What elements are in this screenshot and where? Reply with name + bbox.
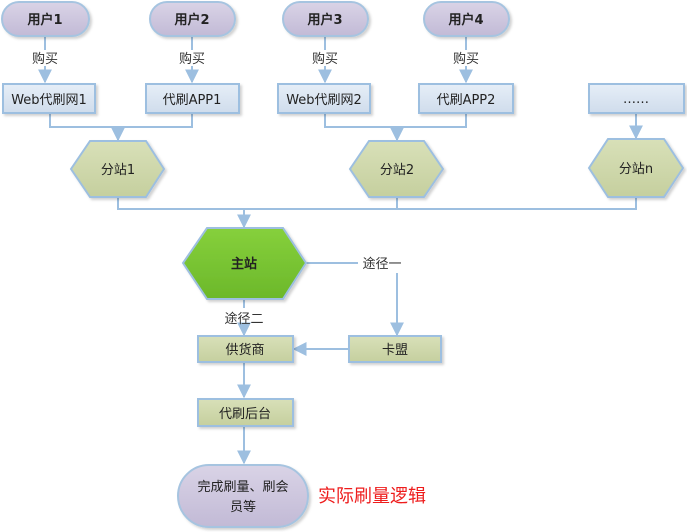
channel-box-app2[interactable] bbox=[418, 83, 514, 114]
channel-label-more: …… bbox=[623, 92, 649, 107]
backend-label: 代刷后台 bbox=[219, 407, 271, 422]
edge-subs-join bbox=[117, 198, 637, 210]
edge-web1-app1-join bbox=[49, 113, 193, 128]
channel-label-web1: Web代刷网1 bbox=[11, 93, 87, 108]
channel-box-more[interactable] bbox=[588, 83, 685, 114]
backend-node[interactable] bbox=[197, 398, 294, 427]
substation-node-1[interactable] bbox=[69, 140, 166, 198]
substation-node-2[interactable] bbox=[348, 140, 445, 198]
buy-label-3: 购买 bbox=[312, 51, 338, 67]
channel-box-web2[interactable] bbox=[277, 83, 371, 114]
logic-note: 实际刷量逻辑 bbox=[318, 486, 426, 507]
supplier-label: 供货商 bbox=[225, 342, 264, 358]
user-node-3[interactable] bbox=[282, 1, 369, 37]
card-alliance-node[interactable] bbox=[348, 335, 442, 363]
buy-label-1: 购买 bbox=[32, 51, 58, 67]
path1-label: 途径一 bbox=[362, 256, 401, 272]
result-label-line2: 员等 bbox=[230, 499, 256, 515]
buy-label-4: 购买 bbox=[453, 51, 479, 67]
channel-label-app2: 代刷APP2 bbox=[437, 93, 496, 108]
substation-node-n[interactable] bbox=[587, 138, 685, 198]
channel-box-app1[interactable] bbox=[145, 83, 240, 114]
user-label-3: 用户3 bbox=[306, 12, 342, 28]
edge-web2-app2-join bbox=[324, 113, 467, 128]
user-node-4[interactable] bbox=[423, 1, 510, 37]
channel-label-web2: Web代刷网2 bbox=[286, 93, 362, 108]
result-node[interactable] bbox=[177, 464, 309, 528]
channel-box-web1[interactable] bbox=[2, 83, 96, 114]
channel-label-app1: 代刷APP1 bbox=[163, 93, 222, 108]
substation-label-2: 分站2 bbox=[380, 163, 414, 178]
substation-label-n: 分站n bbox=[619, 162, 653, 177]
card-alliance-label: 卡盟 bbox=[382, 343, 408, 358]
user-node-1[interactable] bbox=[1, 1, 90, 37]
path2-label: 途径二 bbox=[224, 311, 263, 327]
buy-label-2: 购买 bbox=[179, 51, 205, 67]
user-label-4: 用户4 bbox=[447, 12, 483, 28]
edges bbox=[38, 36, 643, 465]
result-label-line1: 完成刷量、刷会 bbox=[197, 480, 288, 495]
user-label-1: 用户1 bbox=[26, 12, 62, 28]
user-label-2: 用户2 bbox=[173, 12, 209, 28]
main-station-label: 主站 bbox=[231, 256, 257, 272]
main-station-node[interactable] bbox=[181, 227, 308, 300]
substation-label-1: 分站1 bbox=[101, 163, 135, 178]
user-node-2[interactable] bbox=[149, 1, 236, 37]
supplier-node[interactable] bbox=[197, 335, 294, 363]
